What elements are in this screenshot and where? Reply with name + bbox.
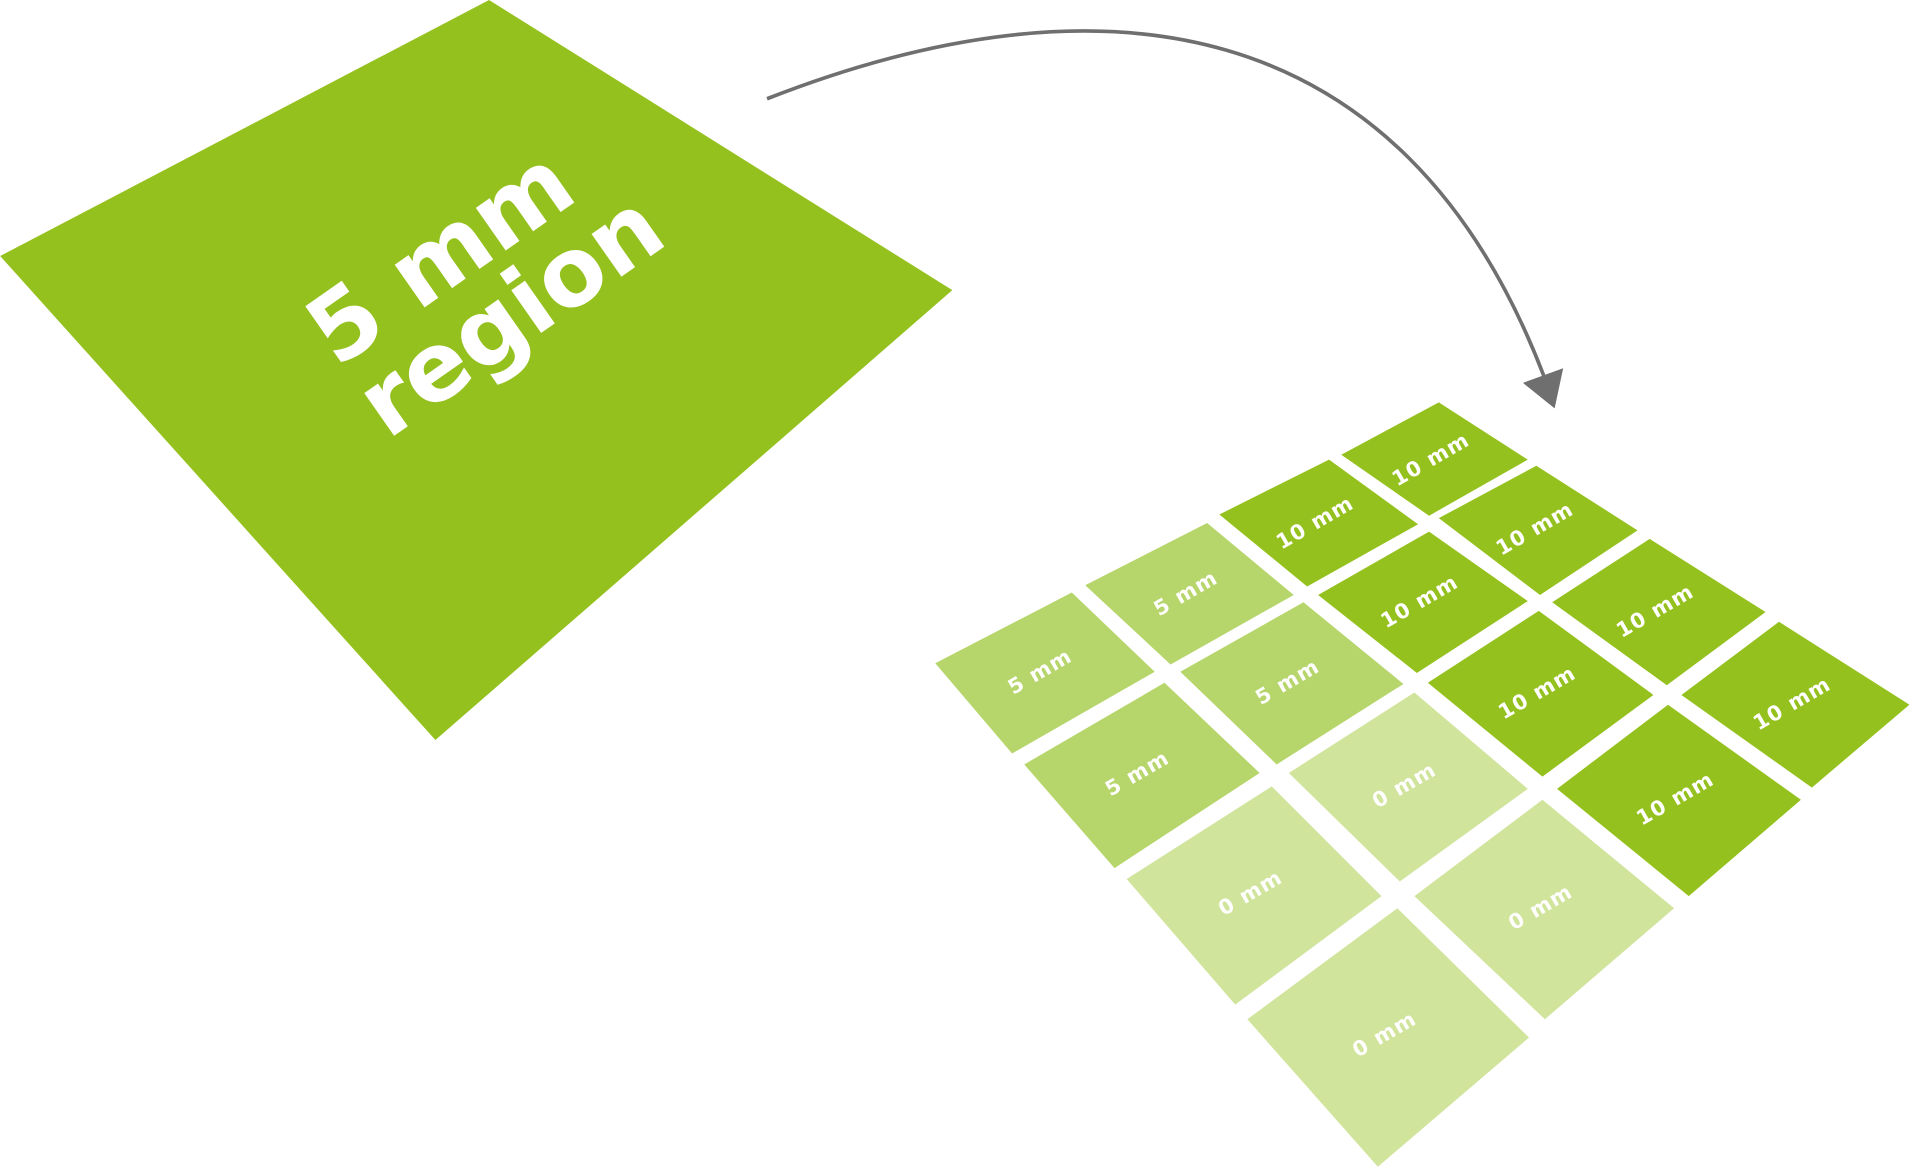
region-shape — [0, 0, 953, 741]
arrow-curve — [766, 29, 1546, 377]
tile-shape — [1219, 459, 1419, 587]
tile-shape — [1085, 523, 1294, 665]
tile-shape — [1438, 465, 1638, 595]
tile-shape — [1552, 538, 1766, 686]
tile-shape — [1318, 531, 1528, 674]
tile-shape — [1341, 402, 1528, 516]
grid-tile: 5 mm — [935, 592, 1155, 754]
tile-shape — [1414, 799, 1675, 1020]
tile-shape — [1557, 704, 1801, 897]
grid-tile: 5 mm — [1085, 523, 1294, 665]
tile-shape — [1427, 610, 1654, 777]
arrow — [766, 29, 1564, 409]
grid-tile: 10 mm — [1438, 465, 1638, 595]
grid-tile: 10 mm — [1318, 531, 1528, 674]
tile-shape — [1180, 602, 1404, 765]
grid-tile: 10 mm — [1681, 621, 1910, 788]
region-square: 5 mm region — [0, 0, 953, 741]
grid-tile: 0 mm — [1247, 908, 1530, 1167]
grid-tile: 10 mm — [1341, 402, 1528, 516]
tile-shape — [1247, 908, 1530, 1167]
grid-tile: 5 mm — [1180, 602, 1404, 765]
grid-tile: 0 mm — [1414, 799, 1675, 1020]
tile-shape — [1024, 682, 1260, 869]
grid-tile: 10 mm — [1427, 610, 1654, 777]
tile-shape — [935, 592, 1155, 754]
grid-tile: 10 mm — [1219, 459, 1419, 587]
grid-tile: 10 mm — [1552, 538, 1766, 686]
tile-shape — [1288, 692, 1528, 882]
tile-shape — [1681, 621, 1910, 788]
grid-tile: 10 mm — [1557, 704, 1801, 897]
tile-shape — [1126, 786, 1382, 1005]
grid-tile: 5 mm — [1024, 682, 1260, 869]
arrow-head-icon — [1522, 368, 1564, 409]
grid-tile: 0 mm — [1126, 786, 1382, 1005]
grid-tile: 0 mm — [1288, 692, 1528, 882]
